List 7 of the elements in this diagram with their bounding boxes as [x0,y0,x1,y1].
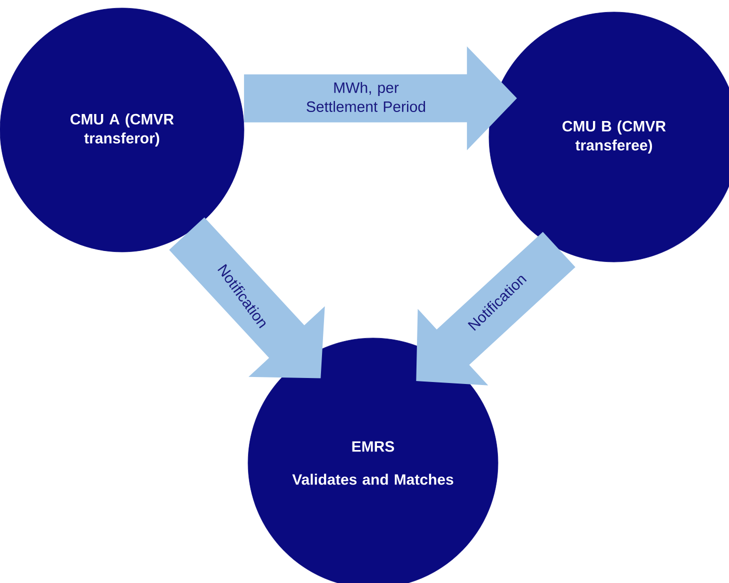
edge-label: MWh, per Settlement Period [306,82,426,112]
circle-node: CMU A (CMVR transferor) [0,8,244,252]
block-arrow [416,232,576,386]
circle-node: CMU B (CMVR transferee) [488,12,729,262]
circle-node: EMRS Validates and Matches [248,338,498,583]
block-arrow [244,46,517,150]
block-arrow [169,217,325,378]
